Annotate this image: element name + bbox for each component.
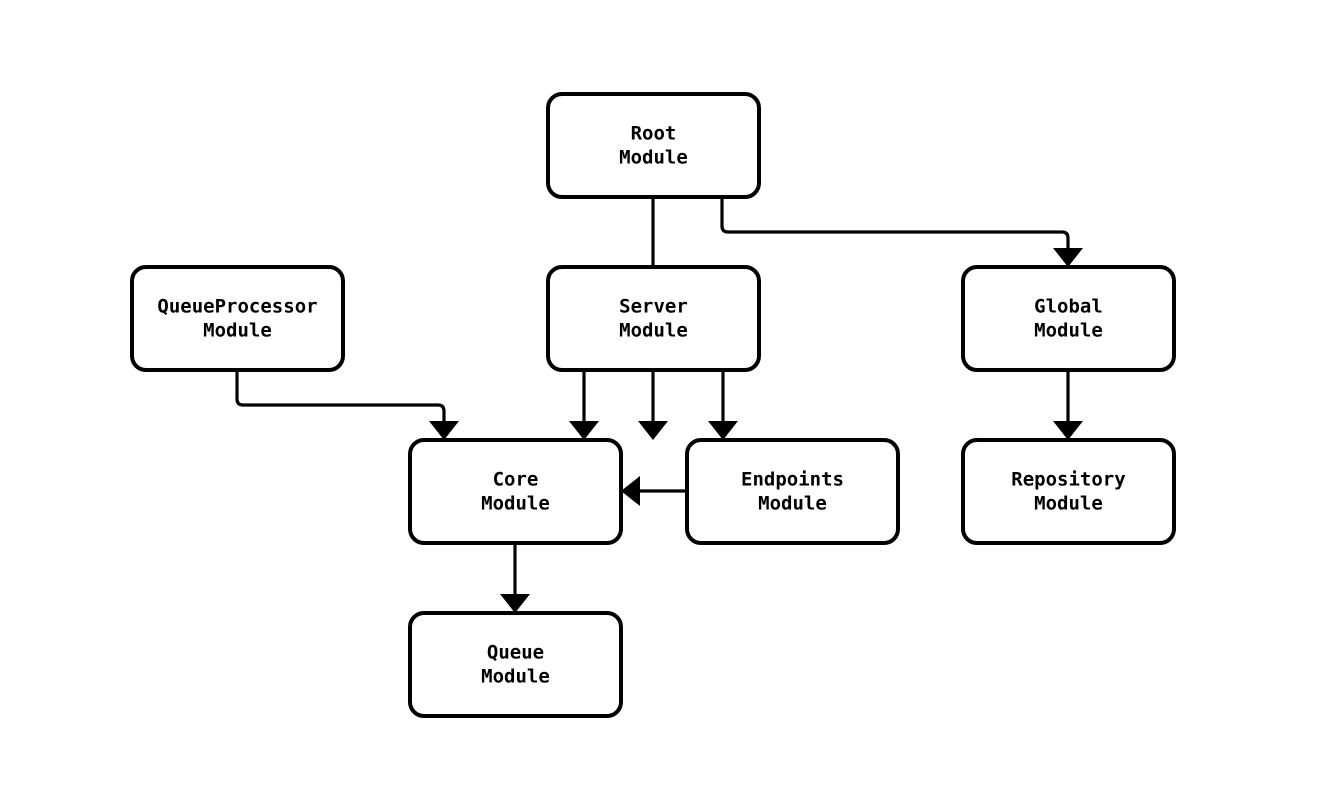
node-box[interactable] (961, 265, 1176, 372)
node-label-line1: QueueProcessor (157, 295, 317, 317)
node-box[interactable] (961, 438, 1176, 545)
edge-core-to-queue (500, 543, 530, 613)
arrowhead-icon (1053, 248, 1083, 267)
node-label-line2: Module (758, 492, 827, 514)
edges-layer (235, 197, 1083, 613)
node-label-line2: Module (481, 665, 550, 687)
node-label-line2: Module (619, 146, 688, 168)
node-label-line1: Queue (487, 641, 544, 663)
node-label-line1: Root (631, 122, 677, 144)
edge-global-to-repository (1053, 370, 1083, 440)
node-box[interactable] (546, 92, 761, 199)
edge-server-to-core (569, 370, 599, 440)
node-label-line2: Module (1034, 319, 1103, 341)
node-box[interactable] (685, 438, 900, 545)
arrowhead-icon (1053, 421, 1083, 440)
node-label-line1: Server (619, 295, 688, 317)
node-label-line1: Endpoints (741, 468, 844, 490)
node-label-line1: Global (1034, 295, 1103, 317)
arrowhead-icon (500, 594, 530, 613)
edge-endpoints-to-core (621, 476, 687, 506)
node-label-line2: Module (1034, 492, 1103, 514)
node-label-line2: Module (203, 319, 272, 341)
node-box[interactable] (408, 438, 623, 545)
arrowhead-icon (638, 421, 668, 440)
edge-line (235, 370, 446, 423)
node-label-line2: Module (481, 492, 550, 514)
edge-queueprocessor-to-core (235, 370, 459, 440)
node-label-line1: Core (493, 468, 539, 490)
arrowhead-icon (569, 421, 599, 440)
node-label-line1: Repository (1011, 468, 1125, 490)
arrowhead-icon (429, 421, 459, 440)
edge-root-to-global (720, 197, 1083, 267)
node-box[interactable] (130, 265, 345, 372)
edge-line (720, 197, 1070, 250)
arrowhead-icon (621, 476, 640, 506)
edge-server-to-endpoints (708, 370, 738, 440)
node-label-line2: Module (619, 319, 688, 341)
arrowhead-icon (708, 421, 738, 440)
node-box[interactable] (408, 611, 623, 718)
node-box[interactable] (546, 265, 761, 372)
